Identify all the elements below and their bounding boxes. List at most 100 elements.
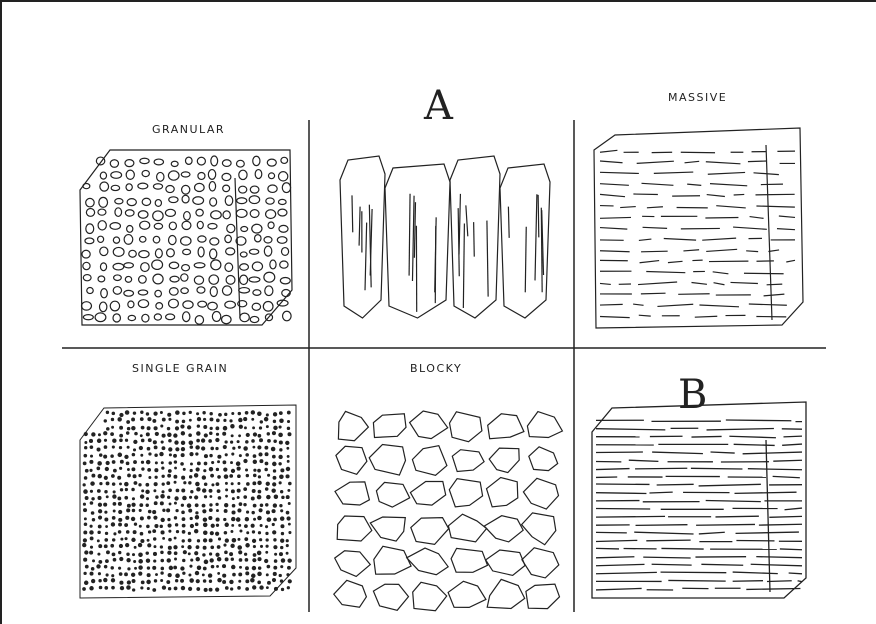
grain — [134, 481, 138, 485]
granule — [255, 170, 262, 179]
grain — [223, 544, 226, 547]
grain — [238, 550, 242, 554]
massive-streak — [730, 282, 757, 283]
grain — [231, 482, 234, 485]
grain — [195, 482, 200, 487]
grain — [252, 530, 255, 533]
grain — [245, 571, 249, 575]
granule — [225, 263, 233, 272]
grain — [215, 553, 219, 557]
grain — [181, 511, 185, 515]
grain — [190, 469, 193, 472]
grain — [91, 511, 95, 515]
grain — [259, 538, 262, 541]
grain — [224, 551, 228, 555]
grain — [274, 559, 278, 563]
grain — [272, 578, 276, 582]
grain — [119, 581, 123, 585]
grain — [83, 489, 88, 494]
grain — [257, 557, 261, 561]
grain — [287, 427, 290, 430]
massive-streak — [750, 217, 764, 219]
granule — [99, 302, 106, 312]
granule — [100, 247, 108, 256]
grain — [168, 573, 172, 577]
grain — [236, 461, 241, 466]
grain — [188, 481, 191, 484]
grain — [196, 431, 200, 435]
grain — [155, 476, 158, 479]
granule — [253, 290, 261, 296]
grain — [96, 564, 100, 568]
grain — [161, 567, 165, 571]
grain — [167, 558, 171, 562]
plate-line — [629, 460, 659, 461]
grain — [105, 559, 109, 563]
grain — [252, 585, 256, 589]
grain — [154, 524, 158, 528]
blocky-ped — [527, 412, 562, 438]
grain — [288, 502, 291, 505]
grain — [272, 431, 276, 435]
granule — [236, 209, 247, 217]
grain — [245, 517, 249, 521]
grain — [160, 494, 165, 499]
grain — [97, 531, 100, 534]
plate-line — [782, 444, 802, 445]
grain — [259, 585, 263, 589]
granule — [82, 302, 92, 310]
prism-crack — [365, 223, 367, 291]
grain — [217, 489, 221, 493]
grain — [104, 445, 108, 449]
grain — [173, 545, 177, 549]
grain — [194, 495, 198, 499]
grain — [92, 559, 95, 562]
grain — [148, 438, 152, 442]
grain — [138, 559, 143, 564]
grain — [175, 573, 180, 578]
grain — [154, 501, 158, 505]
grain — [83, 531, 87, 535]
grain — [223, 467, 227, 471]
massive-streak — [600, 283, 611, 284]
plate-line — [699, 532, 725, 534]
massive-streak — [702, 238, 736, 240]
granule — [211, 211, 222, 219]
grain — [197, 461, 201, 465]
grain — [131, 418, 135, 422]
grain — [196, 579, 200, 583]
grain — [174, 558, 177, 561]
grain — [203, 517, 207, 521]
grain — [251, 496, 255, 500]
grain — [194, 551, 198, 555]
granule — [165, 209, 175, 216]
grain — [286, 467, 290, 471]
grain — [140, 494, 144, 498]
granule — [113, 247, 124, 256]
grain — [204, 560, 209, 565]
plate-line — [596, 508, 650, 509]
grain — [168, 488, 172, 492]
granule — [126, 184, 132, 191]
grain — [187, 503, 191, 507]
granule — [142, 198, 151, 205]
plate-line — [596, 429, 665, 430]
grain — [253, 553, 257, 557]
plate-line — [643, 557, 690, 558]
grain — [202, 475, 206, 479]
grain — [238, 446, 241, 449]
granule — [195, 183, 205, 191]
plate-line — [756, 557, 802, 558]
massive-streak — [600, 217, 631, 218]
grain — [140, 586, 143, 589]
grain — [131, 573, 135, 577]
grain — [110, 544, 114, 548]
grain — [210, 447, 214, 451]
grain — [180, 566, 184, 570]
plate-line — [785, 508, 802, 510]
grain — [189, 411, 192, 414]
grain — [98, 579, 101, 582]
grain — [125, 488, 128, 491]
grain — [168, 530, 171, 533]
grain — [118, 523, 122, 527]
